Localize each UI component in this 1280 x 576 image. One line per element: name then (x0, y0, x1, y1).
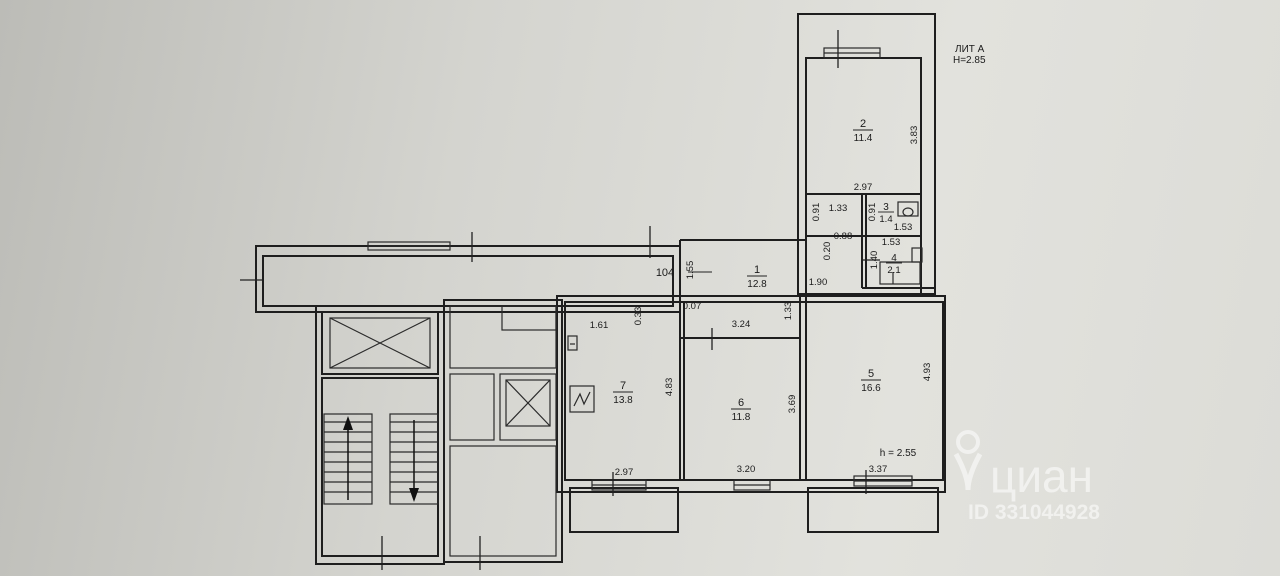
room-number: 4 (891, 253, 897, 264)
dim-0-91-right: 0.91 (867, 203, 878, 222)
ceiling-height-label: h = 2.55 (880, 448, 917, 459)
windows (367, 47, 913, 491)
dim-0-33: 0.33 (633, 307, 644, 326)
dim-3-69: 3.69 (787, 395, 798, 414)
dim-3-83: 3.83 (909, 126, 920, 145)
room-number: 7 (620, 380, 626, 392)
room-area: 16.6 (861, 383, 881, 394)
dim-1-53-a: 1.53 (894, 222, 913, 233)
stair-elevator-block (315, 299, 563, 565)
interior-partitions (679, 193, 935, 480)
dim-2-97-bottom: 2.97 (615, 467, 634, 478)
dim-1-55: 1.55 (685, 261, 696, 280)
room-2-label: 2 11.4 (853, 118, 873, 144)
dim-3-20: 3.20 (737, 464, 756, 475)
watermark-id: ID 331044928 (968, 501, 1100, 524)
cian-logo-icon (953, 430, 983, 491)
dimension-labels: 3.83 2.97 1.33 0.91 0.91 1.53 0.20 0.88 … (590, 126, 933, 478)
dim-1-40: 1.40 (869, 251, 880, 270)
room-number: 6 (738, 397, 744, 409)
room-number: 3 (883, 202, 889, 213)
dim-4-83: 4.83 (664, 378, 675, 397)
room-number: 5 (868, 368, 874, 380)
dim-1-33-mid: 1.33 (783, 302, 794, 321)
sheet-header-line1: ЛИТ А (955, 44, 985, 55)
dim-1-33-top: 1.33 (829, 203, 848, 214)
dim-0-91-left: 0.91 (811, 203, 822, 222)
watermark: циан ID 331044928 (953, 430, 1100, 524)
room-3-label: 3 1.4 (878, 202, 894, 225)
dim-1-90: 1.90 (809, 277, 828, 288)
room-number: 2 (860, 118, 866, 130)
fixtures (567, 201, 923, 413)
dim-1-53-b: 1.53 (882, 237, 901, 248)
room-area: 11.4 (854, 133, 873, 144)
corridor-label: 104 (656, 267, 674, 279)
dim-1-61: 1.61 (590, 320, 609, 331)
room-1-label: 1 12.8 (747, 264, 767, 290)
dim-4-93: 4.93 (922, 363, 933, 382)
dim-0-20: 0.20 (822, 242, 833, 261)
room-6-label: 6 11.8 (731, 397, 751, 423)
room-area: 11.8 (732, 412, 751, 423)
room-area: 12.8 (747, 279, 767, 290)
dim-0-88: 0.88 (834, 231, 853, 242)
dim-3-24: 3.24 (732, 319, 751, 330)
room-7-label: 7 13.8 (613, 380, 633, 406)
room-area: 13.8 (613, 395, 633, 406)
watermark-brand: циан (990, 450, 1093, 502)
room-area: 1.4 (879, 214, 892, 225)
room-area: 2.1 (887, 265, 900, 276)
room-number: 1 (754, 264, 760, 276)
dim-3-37: 3.37 (869, 464, 888, 475)
dim-0-07: 0.07 (683, 301, 702, 312)
outer-walls (255, 13, 946, 533)
dim-2-97-top: 2.97 (854, 182, 873, 193)
room-4-label: 4 2.1 (886, 253, 902, 276)
room-5-label: 5 16.6 (861, 368, 881, 394)
sheet-header-line2: Н=2.85 (953, 55, 986, 66)
